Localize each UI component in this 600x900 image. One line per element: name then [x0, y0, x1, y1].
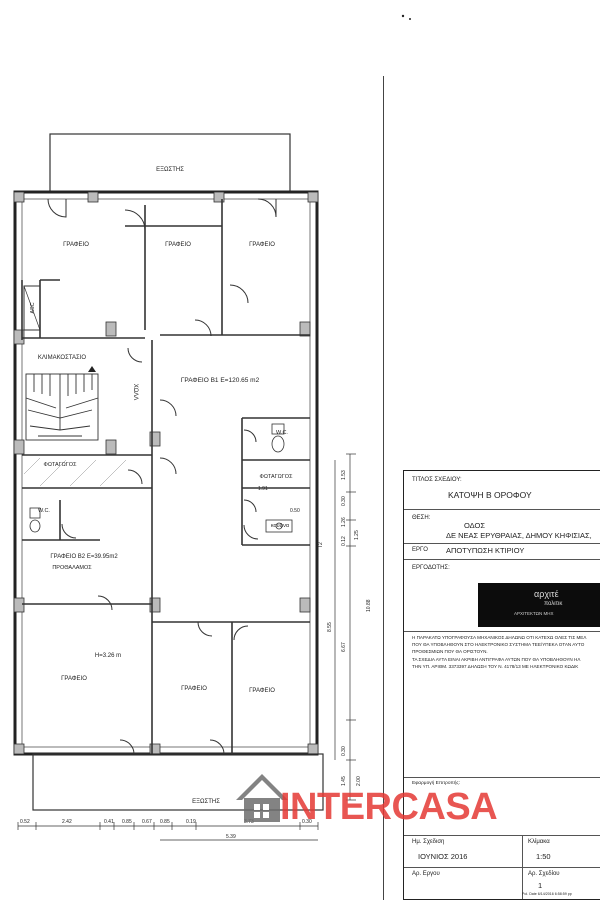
dim-052: 0.52: [20, 819, 30, 825]
dim-085b: 0.85: [160, 819, 170, 825]
balcony-top-outline: [49, 133, 291, 193]
statement-5: ΤΗΝ ΥΠ. ΑΡΙΘΜ. 3373397 ΔΗΛΩΣΗ ΤΟΥ Ν. 417…: [412, 664, 579, 669]
scan-specks: [401, 14, 411, 20]
location-label: ΘΕΣΗ:: [412, 515, 431, 521]
stair-arrow: [88, 366, 96, 372]
statement-4: ΤΑ ΣΧΕΔΙΑ ΑΥΤΑ ΕΙΝΑΙ ΑΚΡΙΒΗ ΑΝΤΙΓΡΑΦΑ ΑΥ…: [412, 657, 581, 662]
statement-3: ΠΡΟΘΕΣΜΙΩΝ ΠΟΥ ΘΑ ΟΡΙΣΤΟΥΝ.: [412, 649, 488, 654]
office-2-label: ΓΡΑΦΕΙΟ: [165, 242, 191, 248]
title-label: ΤΙΤΛΟΣ ΣΧΕΔΙΟΥ:: [412, 477, 462, 483]
stamp-line: ΑΡΧΙΤΕΚΤΩΝ ΜΗΧ: [514, 611, 554, 616]
dim-085: 0.85: [122, 819, 132, 825]
stamp-word-2: πολιτικ: [544, 601, 563, 607]
dim-126: 1.26: [341, 517, 347, 527]
dim-855: 8.55: [327, 622, 333, 632]
dim-125: 1.25: [354, 530, 360, 540]
dim-200: 2.00: [356, 776, 362, 786]
project-no-label: Αρ. Εργου: [412, 871, 440, 877]
dim-030b: 0.30: [341, 746, 347, 756]
owner-label: ΕΡΓΟΔΟΤΗΣ:: [412, 565, 450, 571]
drawing-title: ΚΑΤΟΨΗ Β ΟΡΟΦΟΥ: [448, 490, 532, 500]
lift-shaft: [23, 285, 41, 331]
sheet-frame: [383, 76, 600, 900]
inner-wall-line: [21, 198, 311, 748]
dim-t2: T2: [318, 542, 324, 548]
dim-539: 5.39: [226, 834, 236, 840]
date-label: Ημ. Σχεδιση: [412, 839, 445, 845]
lift-label: ASC: [30, 302, 36, 313]
wc-2-label: W.C.: [38, 508, 50, 514]
office-b1-label: ΓΡΑΦΕΙΟ Β1 Ε=120.65 m2: [181, 377, 260, 384]
balcony-bottom-label: ΕΞΩΣΤΗΣ: [192, 799, 220, 805]
statement-1: Η ΠΑΡΑΚΑΤΩ ΥΠΟΓΡΑΦΟΥΣΑ ΜΗΧΑΝΙΚΟΣ ΔΗΛΩΝΩ …: [412, 635, 587, 640]
dim-191: 1.91: [258, 486, 268, 492]
sanitary-fixtures: [29, 423, 293, 533]
columns: [13, 191, 319, 755]
staircase-label: ΚΛΙΜΑΚΟΣΤΑΣΙΟ: [38, 355, 86, 361]
hall-label: ΧΩΛΛ: [132, 384, 138, 401]
office-1-label: ΓΡΑΦΕΙΟ: [63, 242, 89, 248]
scale-label: Κλίμακα: [528, 839, 550, 845]
skylight-2-label: ΦΩΤΑΓΩΓΟΣ: [260, 474, 294, 480]
door-swings: [47, 198, 277, 755]
location-street: ΟΔΟΣ: [464, 521, 485, 530]
dim-019: 0.19: [186, 819, 196, 825]
dim-667: 6.67: [341, 642, 347, 652]
drawing-no-value: 1: [538, 881, 543, 890]
dim-050: 0.50: [290, 508, 300, 514]
height-label: Η=3.26 m: [95, 653, 121, 659]
project-label: ΕΡΓΟ: [412, 547, 428, 553]
footer-note: Pol. Date 6/14/2016 6:58:59 pp: [522, 892, 572, 896]
office-5-label: ΓΡΑΦΕΙΟ: [181, 686, 207, 692]
skylight-1-label: ΦΩΤΑΓΩΓΟΣ: [44, 462, 78, 468]
intercasa-watermark: INTERCASA: [232, 768, 552, 834]
outer-wall: [13, 190, 319, 756]
bottom-dimension-chain: [17, 822, 319, 841]
office-b2-label: ΓΡΑΦΕΙΟ Β2 Ε=39.95m2: [50, 554, 118, 560]
dim-067: 0.67: [142, 819, 152, 825]
drawing-no-label: Αρ. Σχεδίου: [528, 871, 560, 877]
kitchen-label: κουζινα: [271, 523, 290, 529]
office-3-label: ΓΡΑΦΕΙΟ: [249, 242, 275, 248]
dim-012: 0.12: [341, 536, 347, 546]
house-icon: [236, 774, 288, 822]
signature-label: Εφαρμογή Επιτροπής:: [412, 781, 461, 786]
dim-030: 0.30: [341, 496, 347, 506]
dim-242: 2.42: [62, 819, 72, 825]
dim-041: 0.41: [104, 819, 114, 825]
interior-walls: [21, 199, 310, 754]
right-dimension-chain: [334, 453, 356, 801]
dim-153: 1.53: [341, 470, 347, 480]
title-block: ΤΙΤΛΟΣ ΣΧΕΔΙΟΥ: ΚΑΤΟΨΗ Β ΟΡΟΦΟΥ ΘΕΣΗ: ΟΔ…: [403, 470, 600, 900]
location-area: ΔΕ ΝΕΑΣ ΕΡΥΘΡΑΙΑΣ, ΔΗΜΟΥ ΚΗΦΙΣΙΑΣ,: [446, 531, 592, 540]
dim-030c: 0.30: [302, 819, 312, 825]
balcony-bottom-outline: [32, 753, 324, 811]
redacted-stamp: αρχιτέ πολιτικ ΑΡΧΙΤΕΚΤΩΝ ΜΗΧ: [478, 583, 600, 627]
date-value: ΙΟΥΝΙΟΣ 2016: [418, 852, 468, 861]
office-4-label: ΓΡΑΦΕΙΟ: [61, 676, 87, 682]
project-value: ΑΠΟΤΥΠΩΣΗ ΚΤΙΡΙΟΥ: [446, 546, 525, 555]
office-6-label: ΓΡΑΦΕΙΟ: [249, 688, 275, 694]
anteroom-label: ΠΡΟΘΑΛΑΜΟΣ: [52, 565, 92, 571]
dim-1088: 10.88: [366, 599, 372, 612]
brand-wordmark: INTERCASA: [280, 786, 498, 828]
dim-145: 1.45: [341, 776, 347, 786]
stamp-word: αρχιτέ: [534, 589, 559, 599]
skylight-hatch: [23, 457, 127, 487]
staircase-steps: [25, 373, 99, 441]
scale-value: 1:50: [536, 852, 551, 861]
wc-1-label: W.C.: [276, 430, 288, 436]
statement-2: ΠΟΥ ΘΑ ΥΠΟΒΛΗΘΟΥΝ ΣΤΟ ΗΛΕΚΤΡΟΝΙΚΟ ΣΥΣΤΗΜ…: [412, 642, 585, 647]
balcony-top-label: ΕΞΩΣΤΗΣ: [156, 167, 184, 173]
